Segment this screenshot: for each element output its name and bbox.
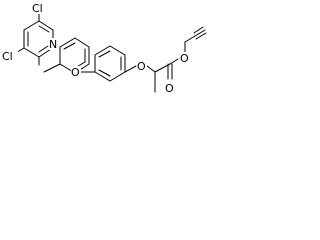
benzene-ring-main: [94, 45, 126, 82]
atom-o-carbonyl: O: [165, 82, 174, 95]
bond-b5-b6: [109, 71, 126, 82]
bond-c3-c4: [74, 37, 90, 48]
chemical-structure-diagram: Cl Cl N O O O O: [2, 2, 207, 95]
bond-co-oester: [169, 58, 179, 65]
bond-c6-c5: [38, 20, 54, 31]
bond-c2-c3: [59, 37, 76, 48]
pyridine-ring: [13, 11, 54, 66]
bond-c2-n-double: [38, 45, 49, 53]
atom-cl-left: Cl: [2, 50, 13, 63]
bond-c6-c5-double: [38, 25, 50, 33]
atom-o-ester: O: [180, 52, 189, 65]
bond-b2-b3-double: [98, 50, 111, 58]
bond-alkyne-1: [194, 29, 206, 37]
bond-alkyne-2: [193, 26, 204, 34]
atom-o-ether-2: O: [137, 60, 146, 73]
atom-labels: Cl Cl N O O O O: [2, 2, 190, 95]
bond-b6-b1: [94, 71, 111, 82]
bond-c2-n: [38, 48, 52, 58]
bond-c2-c3-double: [63, 42, 76, 50]
atom-o-ether-1: O: [71, 66, 80, 79]
bond-alkyne-3: [195, 32, 207, 40]
benzene-ring: [43, 37, 90, 74]
atom-cl-top: Cl: [32, 2, 43, 15]
bond-b6-b1-double: [98, 69, 111, 77]
bond-o2-ch: [146, 65, 156, 73]
side-chain: [80, 26, 207, 93]
atom-n-pyridine: N: [49, 38, 57, 51]
bond-c3-c2: [23, 47, 40, 58]
bond-b2-b3: [94, 45, 111, 56]
bond-o1-c1: [43, 63, 61, 73]
bond-ring-o2: [124, 65, 137, 73]
bond-c5-c4: [23, 20, 40, 31]
bond-ch2-c: [184, 35, 196, 43]
bond-b3-b4: [109, 45, 126, 56]
